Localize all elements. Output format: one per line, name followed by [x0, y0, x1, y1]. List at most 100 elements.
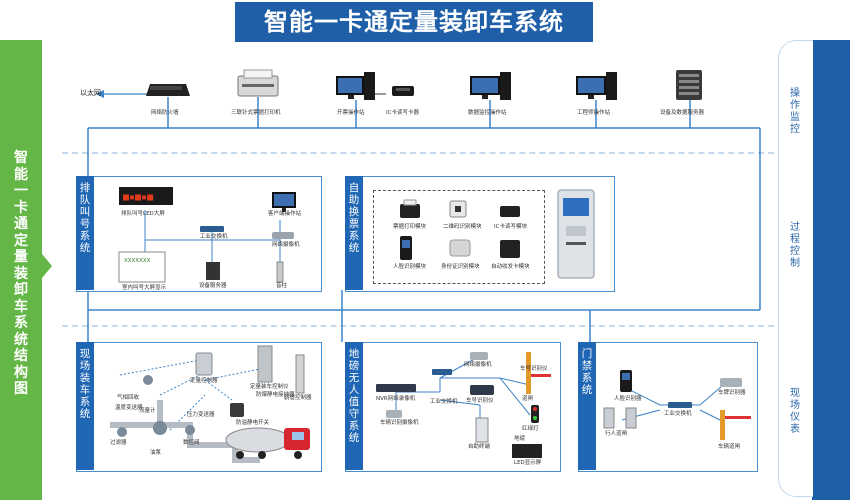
- vertical-char: 量: [14, 249, 28, 265]
- self-module-label-5: 身份证识别模块: [441, 264, 480, 270]
- vertical-char: 控: [790, 246, 800, 257]
- vertical-char: 队: [79, 194, 91, 206]
- ticket-printer-module-icon: [400, 204, 420, 218]
- queue-led-label: 排队叫号LED大屏: [121, 211, 165, 217]
- ic-module-icon: [500, 206, 520, 217]
- layer-divider-2: [62, 325, 774, 327]
- vertical-char: 操: [790, 88, 800, 99]
- vertical-char: 能: [14, 166, 28, 183]
- plate-camera-icon: [386, 410, 402, 418]
- nvr-icon: [376, 384, 416, 392]
- gate-switch-label: 工业交换机: [664, 411, 692, 417]
- vertical-char: 系: [79, 396, 91, 408]
- side-label: 智能一卡通定量装卸车系统结构图: [6, 150, 36, 398]
- queue-camera-label: 网络摄像机: [272, 242, 300, 248]
- card-reader-label: IC卡读写卡器: [386, 110, 419, 116]
- vertical-char: 人: [348, 384, 360, 396]
- vertical-char: 制: [790, 258, 800, 269]
- weighbridge-panel-tab: 地磅无人值守系统: [345, 342, 363, 470]
- vertical-char: 无: [348, 372, 360, 384]
- vertical-char: 过: [790, 222, 800, 233]
- layer-label-monitor: 操作监控: [786, 88, 804, 136]
- vertical-char: 监: [790, 112, 800, 123]
- gate-plate-label: 车牌识别器: [718, 390, 746, 396]
- vertical-char: 表: [790, 424, 800, 435]
- self-module-label-4: 人脸识别模块: [393, 264, 427, 270]
- ticketing-pc-icon: [336, 72, 375, 100]
- vertical-char: 号: [79, 218, 91, 230]
- vertical-char: 统: [348, 242, 360, 254]
- vertical-char: 系: [348, 420, 360, 432]
- queue-switch-label: 工业交换机: [200, 234, 228, 240]
- wb-switch-label: 工业交换机: [430, 399, 458, 405]
- vertical-char: 系: [581, 372, 593, 384]
- layer-divider-1: [62, 152, 774, 154]
- vertical-char: 门: [581, 348, 593, 360]
- self-service-panel-tab: 自助换票系统: [345, 176, 363, 290]
- vertical-char: 装: [14, 265, 28, 282]
- vertical-char: 统: [79, 408, 91, 420]
- led-screen-icon: [119, 187, 173, 205]
- vehicle-gate-arm-icon: [725, 416, 751, 419]
- vertical-char: 统: [79, 242, 91, 254]
- printer-label: 三联针式票据打印机: [231, 110, 281, 116]
- vertical-char: 现: [79, 348, 91, 360]
- site-pump-label: 油泵: [150, 450, 162, 456]
- vertical-char: 结: [14, 348, 28, 364]
- led-display-icon: [512, 444, 542, 458]
- vertical-char: 装: [79, 372, 91, 384]
- modules-group: [373, 190, 545, 284]
- vertical-char: 统: [348, 432, 360, 444]
- id-module-icon: [449, 239, 471, 257]
- kiosk-icon: [557, 189, 595, 279]
- gate-face-label: 人脸识别器: [614, 396, 642, 402]
- queue-server-label: 设备服务器: [199, 283, 227, 289]
- speaker-column-icon: [276, 261, 284, 283]
- loading-arm-icon: [257, 345, 273, 383]
- wb-plate-reader-label: 车号识别仪: [466, 398, 494, 404]
- wb-camera-label: 网络摄像机: [464, 362, 492, 368]
- self-module-label-1: 票据打印模块: [393, 224, 427, 230]
- page-title: 智能一卡通定量装卸车系统: [235, 2, 593, 42]
- layer-label-field: 现场仪表: [786, 388, 804, 436]
- vertical-char: 一: [14, 183, 28, 199]
- engineer-pc-icon: [576, 72, 617, 100]
- wb-gate-label: 道闸: [522, 396, 534, 402]
- traffic-light-icon: [531, 405, 539, 423]
- vertical-char: 卡: [14, 199, 28, 216]
- wb-terminal-label: 自助终端: [468, 444, 491, 450]
- wb-nvr-label: NVR网络录像机: [376, 396, 416, 402]
- ticketing-pc-label: 开票操作站: [337, 110, 365, 116]
- layer-label-control: 过程控制: [786, 222, 804, 270]
- site-temp-label: 温度变送器: [115, 405, 143, 411]
- self-module-label-6: 自动收发卡模块: [491, 264, 530, 270]
- gate-pedestrian-label: 行人道闸: [605, 431, 628, 437]
- vertical-char: 换: [348, 206, 360, 218]
- vertical-char: 助: [348, 194, 360, 206]
- device-server-icon: [206, 262, 220, 280]
- server-label: 设备及数据服务器: [660, 110, 705, 116]
- vertical-char: 统: [14, 331, 28, 348]
- vertical-char: 票: [348, 218, 360, 230]
- vertical-char: 值: [348, 396, 360, 408]
- vertical-char: 车: [14, 298, 28, 315]
- vehicle-gate-post-icon: [720, 410, 725, 440]
- vertical-char: 场: [79, 360, 91, 372]
- self-module-label-3: IC卡读写模块: [494, 224, 527, 230]
- vertical-char: 构: [14, 364, 28, 381]
- tanker-truck-icon: [225, 427, 310, 459]
- site-pressure-label: 压力变送器: [187, 412, 215, 418]
- indoor-screen-text: XXXXXXX: [124, 258, 151, 264]
- site-controller-label: 定量控制器: [190, 378, 218, 384]
- wb-camera-icon: [470, 352, 488, 360]
- indoor-screen-icon: [118, 251, 166, 283]
- vertical-char: 系: [79, 230, 91, 242]
- gate-post-icon: [526, 352, 531, 394]
- controller-icon: [195, 352, 213, 376]
